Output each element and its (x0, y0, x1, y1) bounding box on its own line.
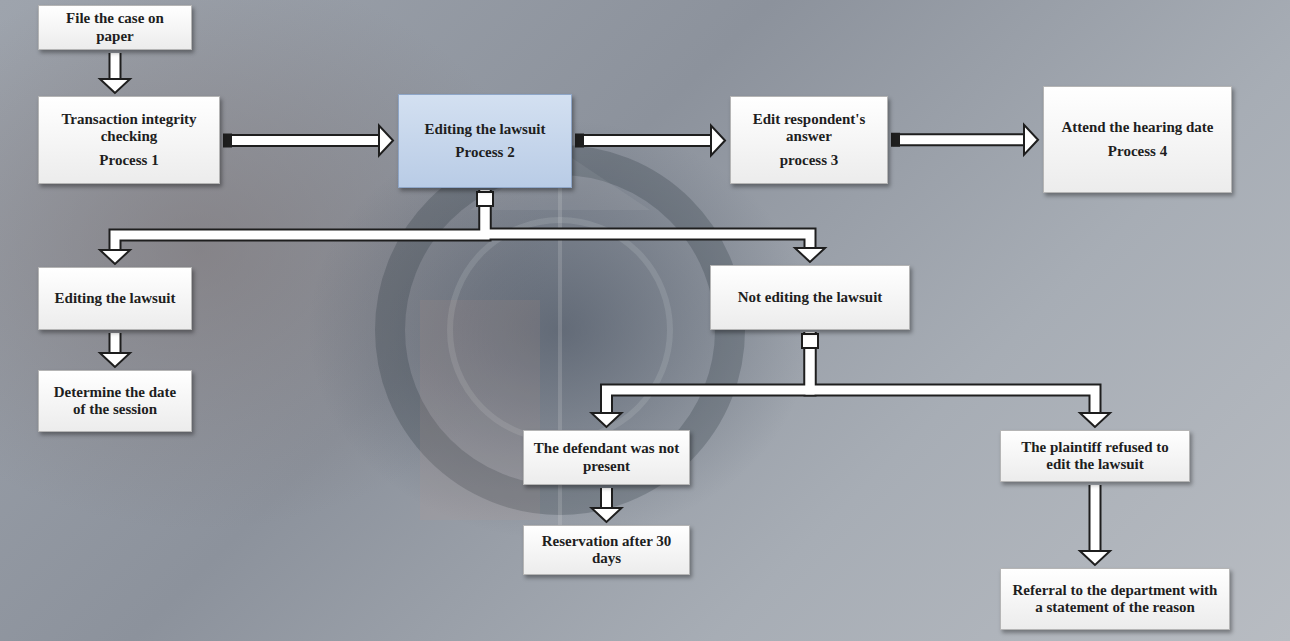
box-text: Not editing the lawsuit (738, 289, 883, 306)
step-box: Not editing the lawsuit (710, 265, 910, 330)
arrow-head (795, 248, 825, 262)
process-box: Attend the hearing dateProcess 4 (1043, 86, 1232, 193)
connector (607, 332, 811, 414)
step-box: Editing the lawsuit (38, 267, 192, 330)
box-text: File the case on paper (47, 10, 183, 45)
connector-outline (893, 133, 1025, 146)
connector (225, 136, 380, 145)
connector-junction (477, 192, 493, 206)
process-number: process 3 (780, 152, 838, 169)
step-box: The defendant was not present (523, 430, 690, 485)
arrow-head (1080, 413, 1110, 427)
connector (602, 488, 611, 509)
step-box: Referral to the department with a statem… (1000, 568, 1230, 630)
connector (893, 135, 1025, 144)
step-box: File the case on paper (38, 5, 192, 50)
process-box: Edit respondent's answer process 3 (730, 96, 888, 184)
connector-start (891, 133, 900, 147)
arrow-head (711, 126, 725, 156)
connector (115, 190, 485, 251)
connector-junction (802, 334, 818, 348)
box-text: Attend the hearing date (1061, 119, 1213, 136)
connector-start (223, 134, 232, 148)
step-box: Determine the date of the session (38, 370, 192, 432)
box-text: Determine the date of the session (47, 384, 183, 419)
connector-outline (810, 332, 1095, 414)
connector-outline (109, 333, 122, 354)
connector-outline (485, 190, 810, 249)
connector (111, 53, 120, 80)
connector-outline (115, 190, 485, 251)
arrow-head (379, 126, 393, 156)
process-box: Editing the lawsuitProcess 2 (398, 94, 572, 188)
box-text: Referral to the department with a statem… (1009, 582, 1221, 617)
connector-outline (1089, 485, 1102, 552)
background-hand (420, 300, 540, 520)
step-box: Reservation after 30 days (523, 525, 690, 575)
connector-start (575, 134, 584, 148)
connector (577, 136, 712, 145)
arrow-head (100, 250, 130, 264)
box-text: Reservation after 30 days (532, 533, 681, 568)
connector-outline (109, 53, 122, 80)
box-text: Editing the lawsuit (55, 290, 176, 307)
connector-outline (607, 332, 811, 414)
connector (485, 190, 810, 249)
arrow-head (592, 508, 622, 522)
connector-outline (600, 488, 613, 509)
arrow-head (100, 79, 130, 93)
arrow-head (1080, 551, 1110, 565)
process-box: Transaction integrity checkingProcess 1 (38, 96, 220, 184)
process-number: Process 4 (1108, 143, 1167, 160)
box-text: Transaction integrity checking (47, 111, 211, 146)
connector (111, 333, 120, 354)
connector-outline (577, 134, 712, 147)
connector (810, 332, 1095, 414)
process-number: Process 1 (99, 152, 158, 169)
arrow-head (592, 413, 622, 427)
connector-junction (802, 334, 818, 348)
box-text: The plaintiff refused to edit the lawsui… (1009, 439, 1181, 474)
arrow-head (1024, 125, 1038, 155)
arrow-head (100, 353, 130, 367)
box-text: Edit respondent's answer (739, 111, 879, 146)
box-text: The defendant was not present (532, 440, 681, 475)
box-text: Editing the lawsuit (425, 121, 546, 138)
process-number: Process 2 (455, 144, 514, 161)
step-box: The plaintiff refused to edit the lawsui… (1000, 430, 1190, 482)
connector (1091, 485, 1100, 552)
connector-outline (225, 134, 380, 147)
connector-junction (477, 192, 493, 206)
